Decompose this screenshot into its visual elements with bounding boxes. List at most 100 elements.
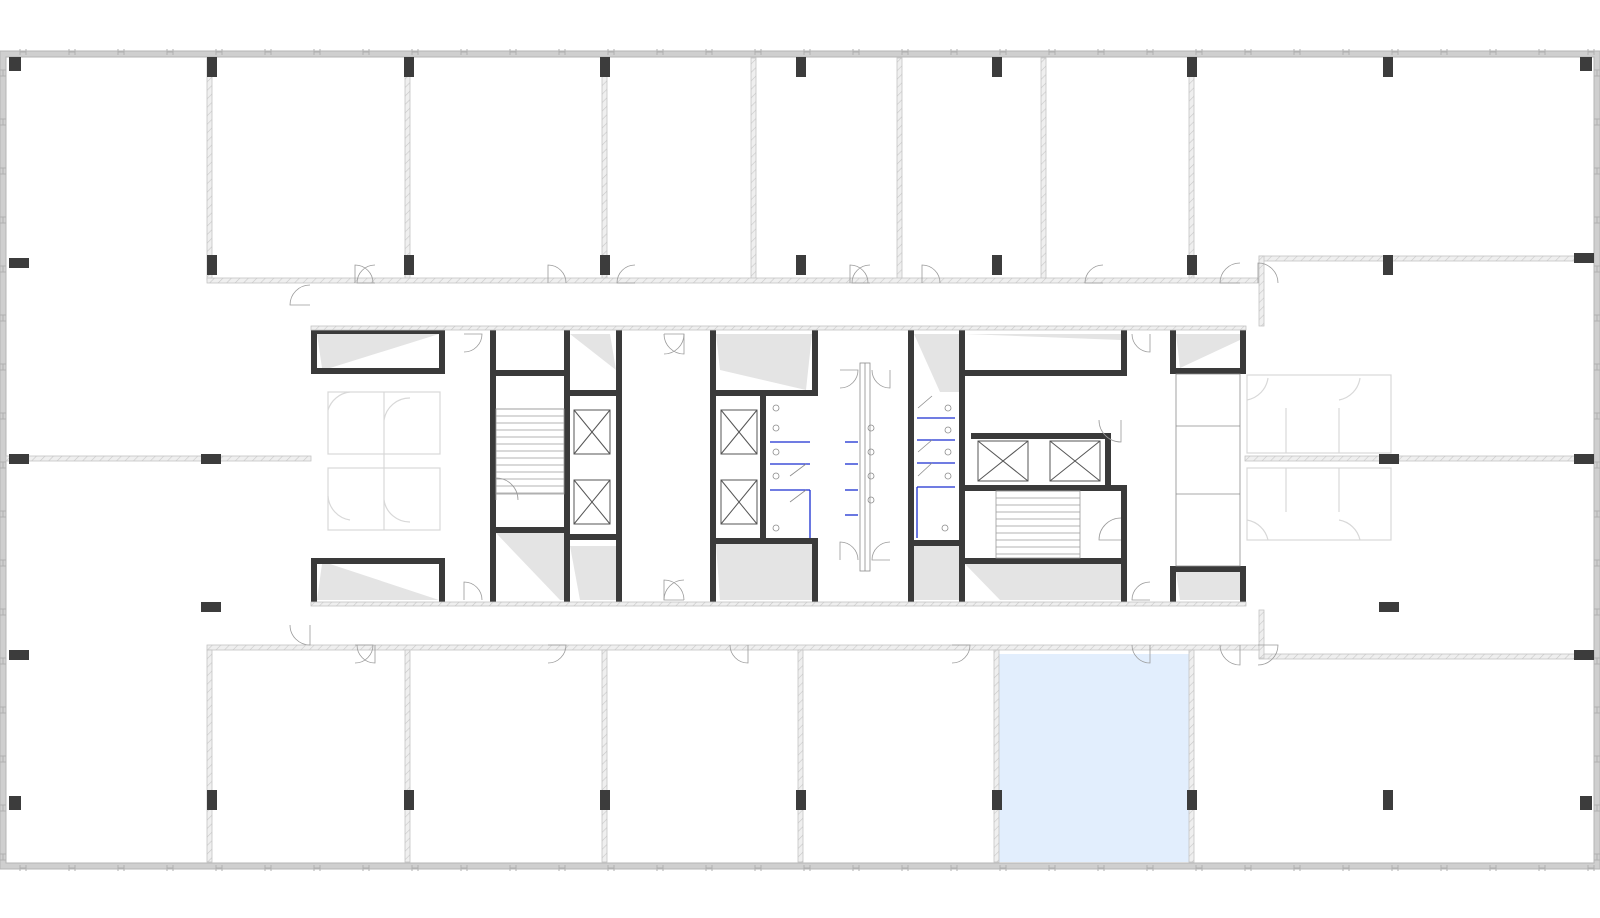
mullion-mark [460, 865, 468, 871]
mullion-mark [0, 461, 6, 469]
door-swing [1098, 419, 1122, 443]
door-swing [663, 579, 685, 601]
mullion-mark [1048, 49, 1056, 55]
mullion-mark [0, 216, 6, 224]
mullion-mark [19, 865, 27, 871]
mullion-mark [0, 314, 6, 322]
door-swing [1257, 644, 1279, 666]
mullion-mark [411, 49, 419, 55]
door-swing [1131, 333, 1151, 353]
door-swing [729, 644, 749, 664]
mullion-mark [1391, 865, 1399, 871]
selected-unit-highlight[interactable] [998, 654, 1192, 862]
mullion-mark [754, 49, 762, 55]
mullion-mark [1342, 49, 1350, 55]
mullion-mark [1587, 49, 1595, 55]
mullion-mark [999, 865, 1007, 871]
mullion-mark [1594, 363, 1600, 371]
mullion-mark [264, 49, 272, 55]
door-swing [1219, 644, 1241, 666]
mullion-mark [0, 118, 6, 126]
door-swing [849, 264, 869, 284]
mullion-mark [1594, 804, 1600, 812]
mullion-mark [1195, 865, 1203, 871]
door-swing [1131, 581, 1151, 601]
mullion-mark [1594, 216, 1600, 224]
mullion-mark [215, 49, 223, 55]
mullion-mark [166, 49, 174, 55]
mullion-mark [1244, 49, 1252, 55]
mullion-mark [656, 865, 664, 871]
door-swing [289, 624, 311, 646]
door-swing [871, 541, 891, 561]
mullion-mark [1594, 510, 1600, 518]
door-swing [289, 284, 311, 306]
mullion-mark [1048, 865, 1056, 871]
mullion-mark [313, 865, 321, 871]
mullion-mark [1594, 167, 1600, 175]
mullion-mark [1244, 865, 1252, 871]
mullion-mark [0, 804, 6, 812]
mullion-mark [68, 865, 76, 871]
door-swing [663, 333, 685, 355]
mullion-mark [215, 865, 223, 871]
door-swing [354, 264, 374, 284]
mullion-mark [1489, 865, 1497, 871]
mullion-mark [313, 49, 321, 55]
mullion-mark [1587, 865, 1595, 871]
door-swing [839, 541, 859, 561]
mullion-mark [0, 853, 6, 861]
mullion-mark [1440, 865, 1448, 871]
door-swing [356, 644, 376, 664]
door-swing [1257, 262, 1279, 284]
door-swing [354, 644, 374, 664]
mullion-mark [0, 657, 6, 665]
mullion-mark [0, 265, 6, 273]
mullion-mark [117, 49, 125, 55]
mullion-mark [1594, 265, 1600, 273]
door-swing [839, 369, 859, 389]
mullion-mark [1594, 461, 1600, 469]
mullion-mark [19, 49, 27, 55]
mullion-mark [264, 865, 272, 871]
door-swing [463, 581, 483, 601]
door-swing [1084, 264, 1104, 284]
mullion-mark [1195, 49, 1203, 55]
mullion-mark [803, 865, 811, 871]
mullion-mark [656, 49, 664, 55]
mullion-mark [607, 49, 615, 55]
mullion-mark [117, 865, 125, 871]
mullion-mark [1342, 865, 1350, 871]
door-swing [1131, 644, 1151, 664]
mullion-mark [607, 865, 615, 871]
mullion-mark [1594, 314, 1600, 322]
mullion-mark [1594, 559, 1600, 567]
mullion-mark [0, 608, 6, 616]
window-mullions [0, 49, 1600, 871]
door-swing [1219, 262, 1241, 284]
mullion-mark [950, 865, 958, 871]
mullion-mark [1146, 865, 1154, 871]
door-swing [1098, 517, 1122, 541]
mullion-mark [1594, 755, 1600, 763]
mullion-mark [362, 49, 370, 55]
door-swing [356, 264, 376, 284]
mullion-mark [0, 706, 6, 714]
mullion-mark [68, 49, 76, 55]
mullion-mark [705, 865, 713, 871]
mullion-mark [1440, 49, 1448, 55]
mullion-mark [705, 49, 713, 55]
mullion-mark [950, 49, 958, 55]
mullion-mark [1489, 49, 1497, 55]
building-core [310, 325, 1247, 607]
mullion-mark [362, 865, 370, 871]
mullion-mark [0, 69, 6, 77]
mullion-mark [901, 865, 909, 871]
mullion-mark [0, 559, 6, 567]
mullion-mark [0, 510, 6, 518]
mullion-mark [1293, 865, 1301, 871]
mullion-mark [803, 49, 811, 55]
mullion-mark [1594, 412, 1600, 420]
door-swing [921, 264, 941, 284]
